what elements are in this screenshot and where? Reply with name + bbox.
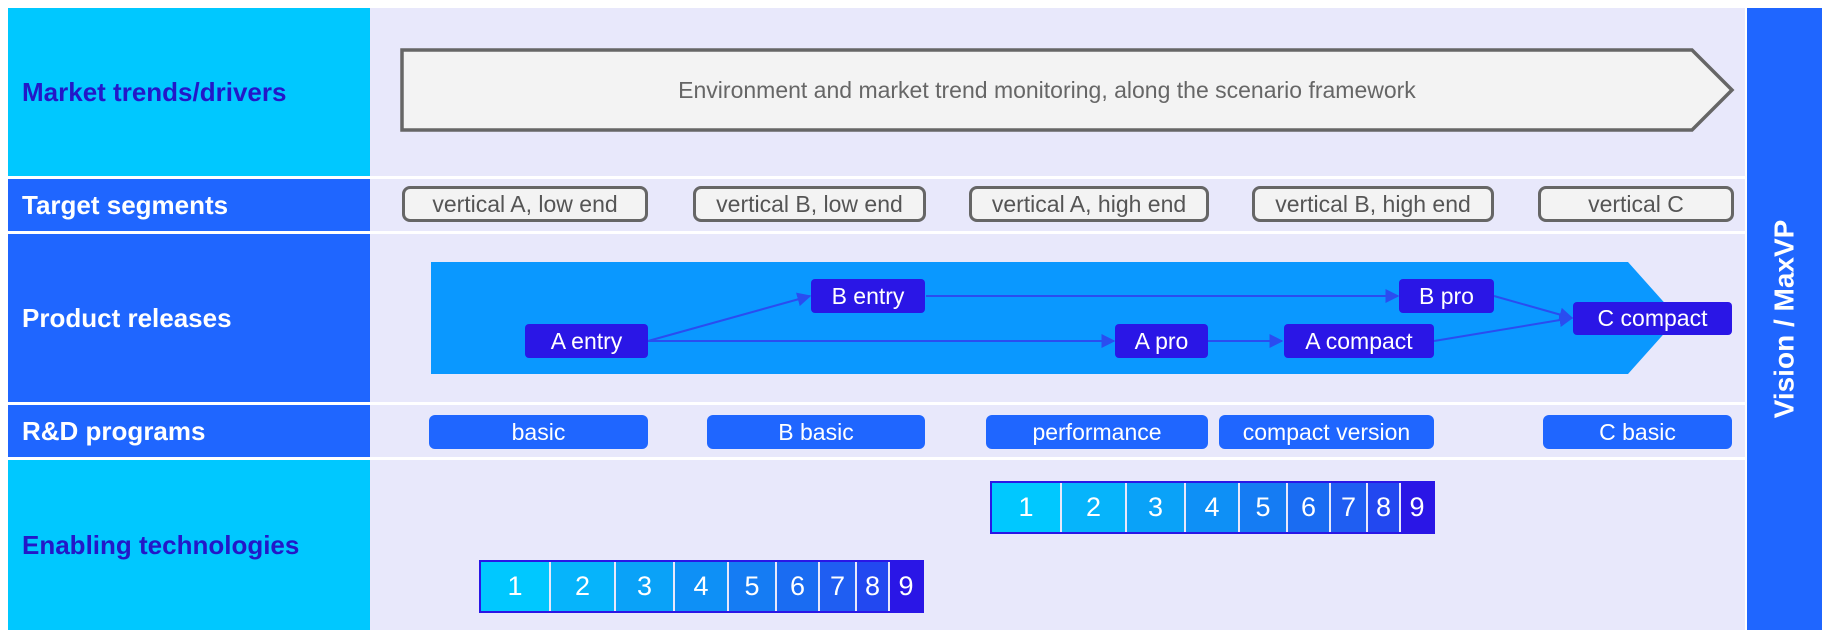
row-label-products: Product releases — [8, 234, 370, 402]
tech-cell: 5 — [1240, 483, 1288, 532]
market-trend-arrow — [400, 48, 1735, 132]
tech-cell: 9 — [1401, 483, 1433, 532]
product-a-entry: A entry — [525, 324, 648, 358]
program-b-basic: B basic — [707, 415, 925, 449]
tech-cell: 6 — [777, 562, 820, 611]
segment-vertical-c: vertical C — [1538, 186, 1734, 222]
segment-vertical-b-low: vertical B, low end — [693, 186, 926, 222]
row-label-segments: Target segments — [8, 179, 370, 231]
vision-label: Vision / MaxVP — [1768, 219, 1800, 419]
row-label-market: Market trends/drivers — [8, 8, 370, 176]
tech-strip-lower: 1 2 3 4 5 6 7 8 9 — [479, 560, 924, 613]
tech-cell: 3 — [616, 562, 675, 611]
tech-cell: 3 — [1127, 483, 1186, 532]
program-basic: basic — [429, 415, 648, 449]
program-c-basic: C basic — [1543, 415, 1732, 449]
tech-cell: 7 — [1331, 483, 1368, 532]
row-label-programs: R&D programs — [8, 405, 370, 457]
tech-cell: 8 — [1368, 483, 1401, 532]
market-banner-text: Environment and market trend monitoring,… — [678, 76, 1416, 103]
product-a-pro: A pro — [1115, 324, 1208, 358]
product-b-pro: B pro — [1399, 279, 1494, 313]
tech-cell: 9 — [890, 562, 922, 611]
program-compact-version: compact version — [1219, 415, 1434, 449]
tech-cell: 6 — [1288, 483, 1331, 532]
product-a-compact: A compact — [1284, 324, 1434, 358]
tech-cell: 7 — [820, 562, 857, 611]
vision-column: Vision / MaxVP — [1747, 8, 1822, 630]
tech-strip-upper: 1 2 3 4 5 6 7 8 9 — [990, 481, 1435, 534]
row-label-technologies: Enabling technologies — [8, 460, 370, 630]
product-c-compact: C compact — [1573, 302, 1732, 335]
segment-vertical-a-high: vertical A, high end — [969, 186, 1209, 222]
tech-cell: 2 — [551, 562, 616, 611]
tech-cell: 1 — [992, 483, 1062, 532]
segment-vertical-a-low: vertical A, low end — [402, 186, 648, 222]
program-performance: performance — [986, 415, 1208, 449]
tech-cell: 1 — [481, 562, 551, 611]
tech-cell: 8 — [857, 562, 890, 611]
tech-cell: 2 — [1062, 483, 1127, 532]
tech-cell: 4 — [675, 562, 729, 611]
tech-cell: 5 — [729, 562, 777, 611]
segment-vertical-b-high: vertical B, high end — [1252, 186, 1494, 222]
product-b-entry: B entry — [811, 279, 925, 313]
tech-cell: 4 — [1186, 483, 1240, 532]
